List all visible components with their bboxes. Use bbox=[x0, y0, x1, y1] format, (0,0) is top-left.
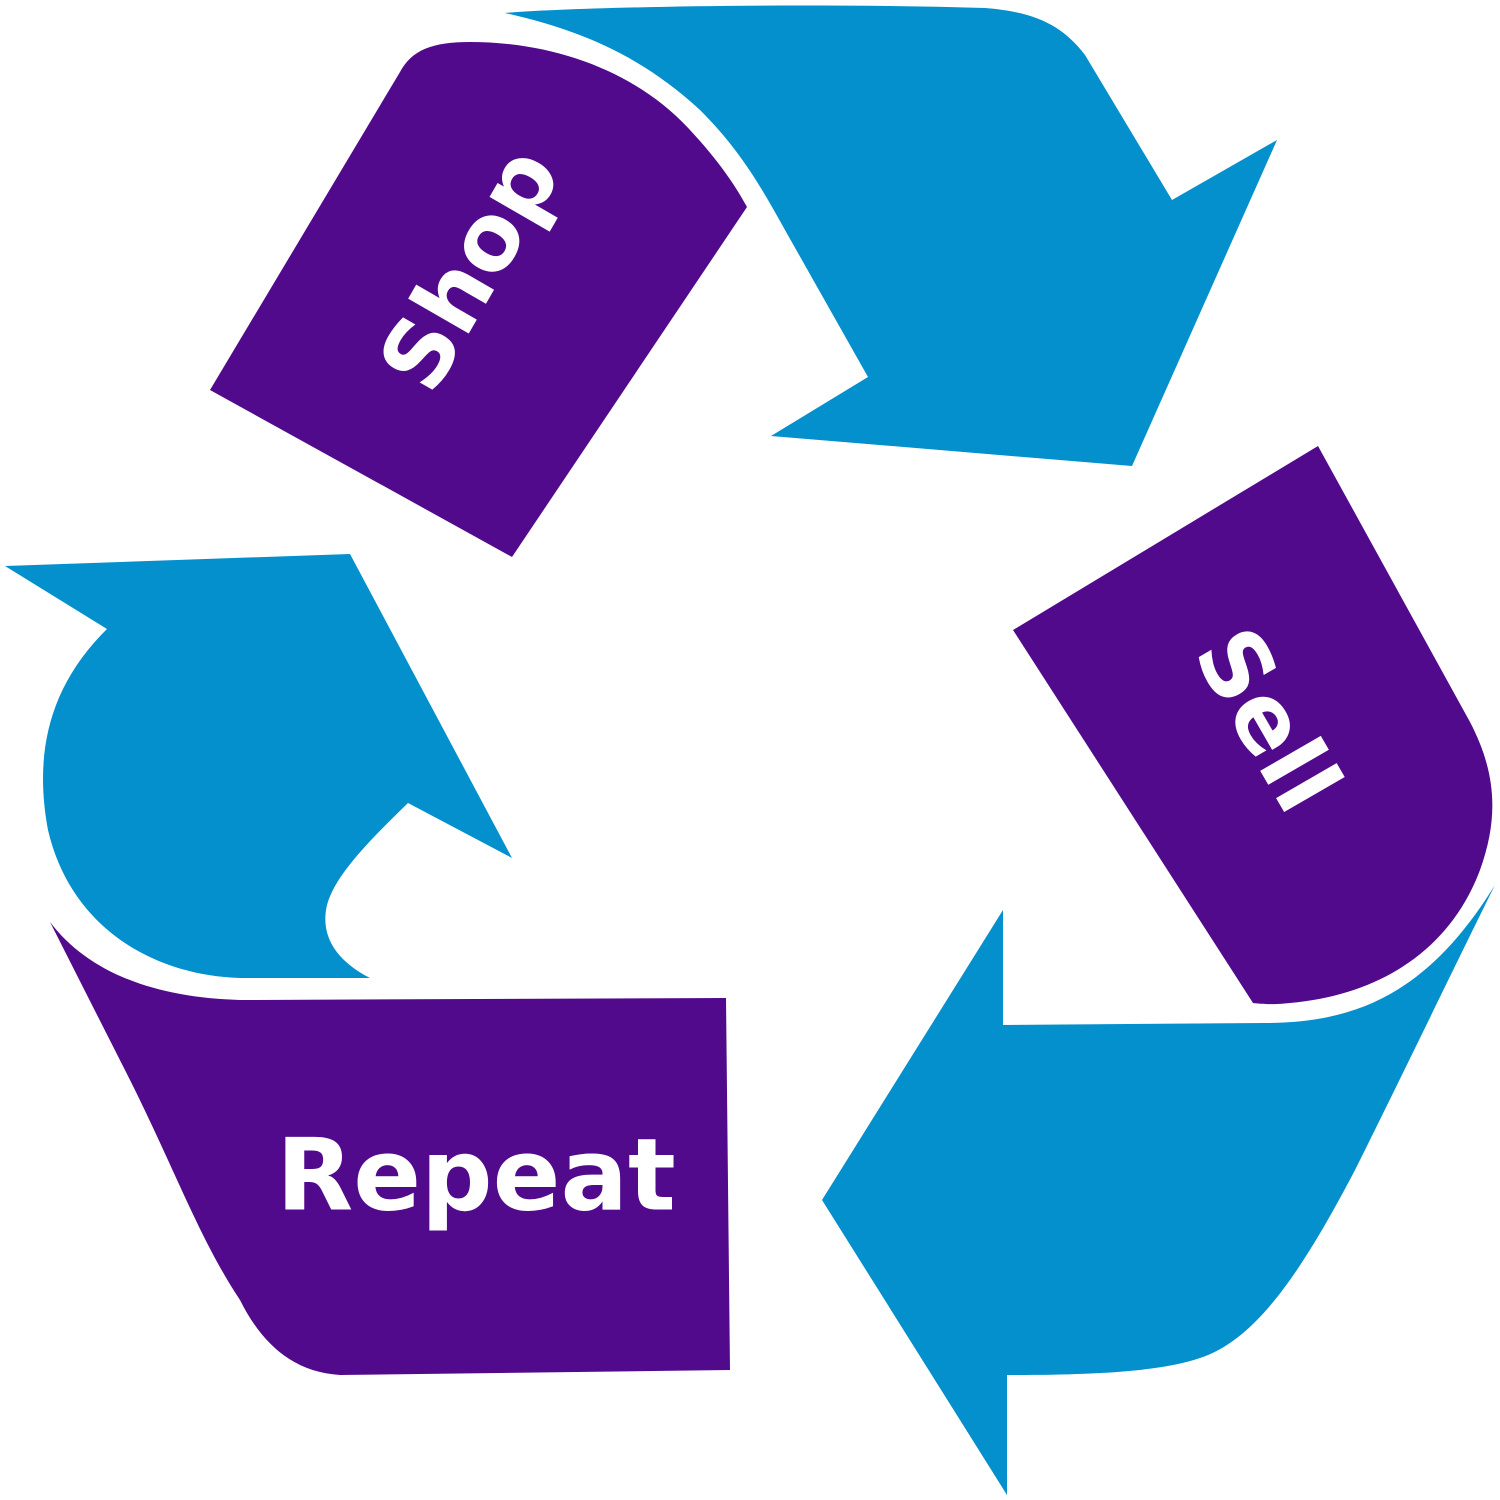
arrow-top-head bbox=[505, 5, 1277, 466]
repeat-label: Repeat bbox=[276, 1116, 676, 1233]
arrow-shop-to-sell: Shop bbox=[210, 5, 1277, 557]
shop-band bbox=[210, 42, 747, 557]
arrow-repeat-to-shop: Repeat bbox=[5, 554, 730, 1375]
arrow-sell-to-repeat: Sell bbox=[822, 446, 1495, 1495]
repeat-band bbox=[50, 922, 730, 1375]
arrow-right-head bbox=[822, 885, 1495, 1495]
arrow-left-head bbox=[5, 554, 512, 978]
sell-band bbox=[1013, 446, 1493, 1005]
